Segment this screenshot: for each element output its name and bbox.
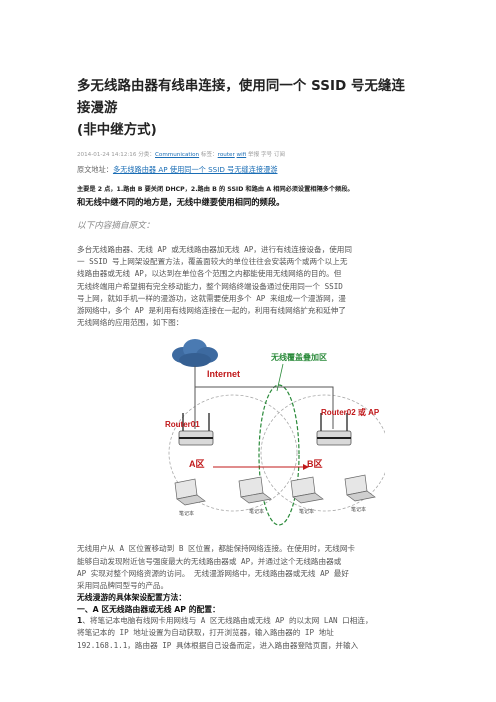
cable-router1-router2: [195, 386, 334, 430]
category-label: 分类：: [138, 152, 155, 158]
zone-a-label: A区: [189, 459, 205, 469]
paragraph-line: AP 实现对整个网络资源的访问。 无线漫游网络中，无线路由器或无线 AP 最好: [77, 568, 349, 578]
coverage-zone-a: [168, 395, 298, 512]
tag-link-wifi[interactable]: wifi: [236, 152, 247, 158]
laptop-label-1: 笔记本: [179, 510, 194, 517]
source-line: 原文地址：多无线路由器 AP 使用同一个 SSID 号无缝连接漫游: [77, 165, 417, 175]
overlap-pointer: [276, 364, 284, 392]
paragraph-line: 采用同品牌同型号的产品。: [77, 581, 169, 591]
router02-label: Router02 或 AP: [321, 407, 380, 417]
step-text: 、将笔记本电脑有线网卡用网线与 A 区无线路由或无线 AP 的以太网 LAN 口…: [82, 616, 373, 626]
overlap-zone: [258, 384, 300, 527]
tag-label: 标签：: [200, 152, 218, 158]
roaming-paragraph: 无线用户从 A 区位置移动到 B 区位置，都能保持网络连接。在使用时，无线网卡 …: [77, 543, 417, 592]
article: 多无线路由器有线串连接，使用同一个 SSID 号无缝连接漫游 (非中继方式) 2…: [77, 76, 417, 652]
key-difference: 和无线中继不同的地方是，无线中继要使用相同的频段。: [77, 197, 285, 207]
paragraph-line: 游网络中，多个 AP 是利用有线网络连接在一起的，利用有线网络扩充和延伸了: [77, 306, 346, 316]
paragraph-line: 无线网络的应用范围，如下图：: [77, 318, 184, 328]
category-link[interactable]: Communication: [155, 152, 200, 158]
title-line-1: 多无线路由器有线串连接，使用同一个 SSID 号无缝连接漫游: [77, 79, 406, 116]
intro-paragraph: 多台无线路由器、无线 AP 或无线路由器加无线 AP，进行有线连接设备，使用同 …: [77, 244, 417, 329]
step-number: 1: [77, 616, 83, 626]
access-point-icon: [316, 413, 352, 446]
router01-label: Router01: [165, 420, 200, 429]
tag-link-router[interactable]: router: [217, 152, 235, 158]
step-1-paragraph: 1、将笔记本电脑有线网卡用网线与 A 区无线路由或无线 AP 的以太网 LAN …: [77, 615, 417, 652]
internet-cloud-icon: [172, 339, 218, 368]
overlap-label: 无线覆盖叠加区: [270, 352, 327, 362]
paragraph-line: 能够自动发现附近信号强度最大的无线路由器或 AP，并通过这个无线路由器或: [77, 556, 342, 566]
source-label: 原文地址：: [77, 165, 113, 174]
laptop-icon: [174, 479, 206, 506]
laptop-icon: [344, 475, 376, 502]
paragraph-line: 192.168.1.1，路由器 IP 具体根据自己设备而定，进入路由器登陆页面，…: [77, 640, 359, 650]
paragraph-line: 将笔记本的 IP 地址设置为自动获取，打开浏览器，输入路由器的 IP 地址: [77, 628, 334, 638]
article-meta: 2014-01-24 14:12:16 分类：Communication 标签：…: [77, 151, 417, 159]
arrowhead-icon: [303, 464, 309, 471]
paragraph-line: 多台无线路由器、无线 AP 或无线路由器加无线 AP，进行有线连接设备，使用同: [77, 245, 352, 254]
article-title: 多无线路由器有线串连接，使用同一个 SSID 号无缝连接漫游 (非中继方式): [77, 76, 417, 142]
laptop-icon: [290, 477, 324, 504]
laptop-label-4: 笔记本: [351, 506, 366, 513]
zone-b-label: B区: [307, 459, 323, 469]
excerpt-label: 以下内容摘自原文：: [77, 221, 155, 231]
post-date: 2014-01-24 14:12:16: [77, 152, 137, 158]
paragraph-line: 一 SSID 号上网架设配置方法，覆盖面较大的单位往往会安装两个或两个以上无: [77, 257, 348, 267]
subsection-heading: 一、A 区无线路由器或无线 AP 的配置：: [77, 605, 220, 615]
paragraph-line: 线路由器或无线 AP，以达到在单位各个范围之内都能使用无线网络的目的。但: [77, 269, 342, 279]
paragraph-line: 号上网，就如手机一样的漫游功，这就需要使用多个 AP 来组成一个漫游网，漫: [77, 293, 346, 303]
laptop-label-3: 笔记本: [299, 508, 314, 515]
source-link[interactable]: 多无线路由器 AP 使用同一个 SSID 号无缝连接漫游: [112, 165, 278, 174]
router-icon: [178, 413, 214, 446]
section-heading: 无线漫游的具体架设配置方法：: [77, 593, 187, 603]
paragraph-line: 无线终端用户希望拥有完全移动能力，整个网络终端设备通过使用同一个 SSID: [77, 281, 343, 291]
main-point: 主要是 2 点，1.路由 B 要关闭 DHCP，2.路由 B 的 SSID 和路…: [77, 186, 354, 193]
paragraph-line: 无线用户从 A 区位置移动到 B 区位置，都能保持网络连接。在使用时，无线网卡: [77, 544, 356, 554]
roaming-network-diagram: Internet 无线覆盖叠加区 Router01 Router0: [165, 339, 390, 527]
internet-label: Internet: [207, 369, 240, 379]
meta-actions[interactable]: 举报 字号 订阅: [247, 152, 286, 158]
laptop-label-2: 笔记本: [249, 508, 264, 515]
paragraph-line: 1、将笔记本电脑有线网卡用网线与 A 区无线路由或无线 AP 的以太网 LAN …: [77, 615, 417, 627]
title-line-2: (非中继方式): [77, 123, 157, 138]
laptop-icon: [238, 477, 272, 504]
